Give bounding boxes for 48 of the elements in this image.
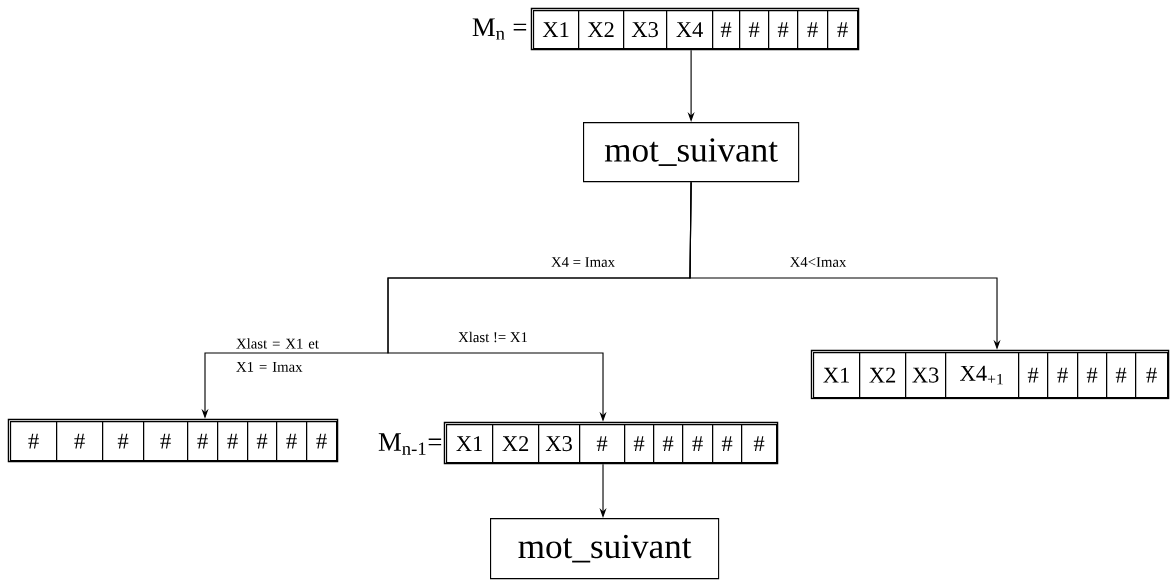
array-cell: # [741,424,778,464]
array-cell: # [1106,352,1137,399]
array-label: M$_{n}$ = [472,18,527,40]
edge-label: X4<Imax [788,255,848,269]
array-label: M$_{n-1}$= [378,433,442,455]
array-cell: X2 [492,424,540,464]
array-cell: X3 [905,352,947,399]
edge-label: Xlast != X1 [456,330,530,344]
array-cell: # [247,421,278,462]
array-cell: # [1018,352,1049,399]
array-cell: X1 [533,10,580,50]
array-cell: # [653,424,684,464]
array-cell: # [712,10,741,50]
array-cell: # [579,424,626,464]
array-cell: # [1077,352,1108,399]
array-cell: # [797,10,829,50]
array-cell: # [306,421,338,462]
array-box [810,349,1170,400]
array-cell: X4 [666,10,714,50]
array-cell: # [10,421,58,462]
array-cell: X4$_{+1}$ [945,352,1020,399]
process-box: mot_suivant [583,122,800,183]
array-cell: # [624,424,655,464]
array-box [443,421,779,465]
branch-label: X4 = Imax [549,255,617,269]
process-box: mot_suivant [490,518,720,580]
array-cell: # [1135,352,1169,399]
array-cell: X1 [446,424,494,464]
array-cell: # [56,421,104,462]
array-box [7,418,339,463]
array-cell: X3 [623,10,668,50]
array-cell: X2 [859,352,907,399]
edge-label: Xlast = X1 et X1 = Imax [236,338,319,372]
array-box [530,7,860,51]
array-cell: # [827,10,859,50]
array-cell: # [217,421,249,462]
array-cell: # [768,10,799,50]
array-cell: # [1047,352,1079,399]
array-cell: # [712,424,743,464]
array-cell: X2 [578,10,625,50]
array-cell: # [102,421,145,462]
array-cell: # [739,10,770,50]
array-cell: # [187,421,219,462]
array-cell: X1 [813,352,861,399]
array-cell: # [682,424,714,464]
array-cell: # [143,421,189,462]
array-cell: X3 [538,424,581,464]
array-cell: # [276,421,308,462]
